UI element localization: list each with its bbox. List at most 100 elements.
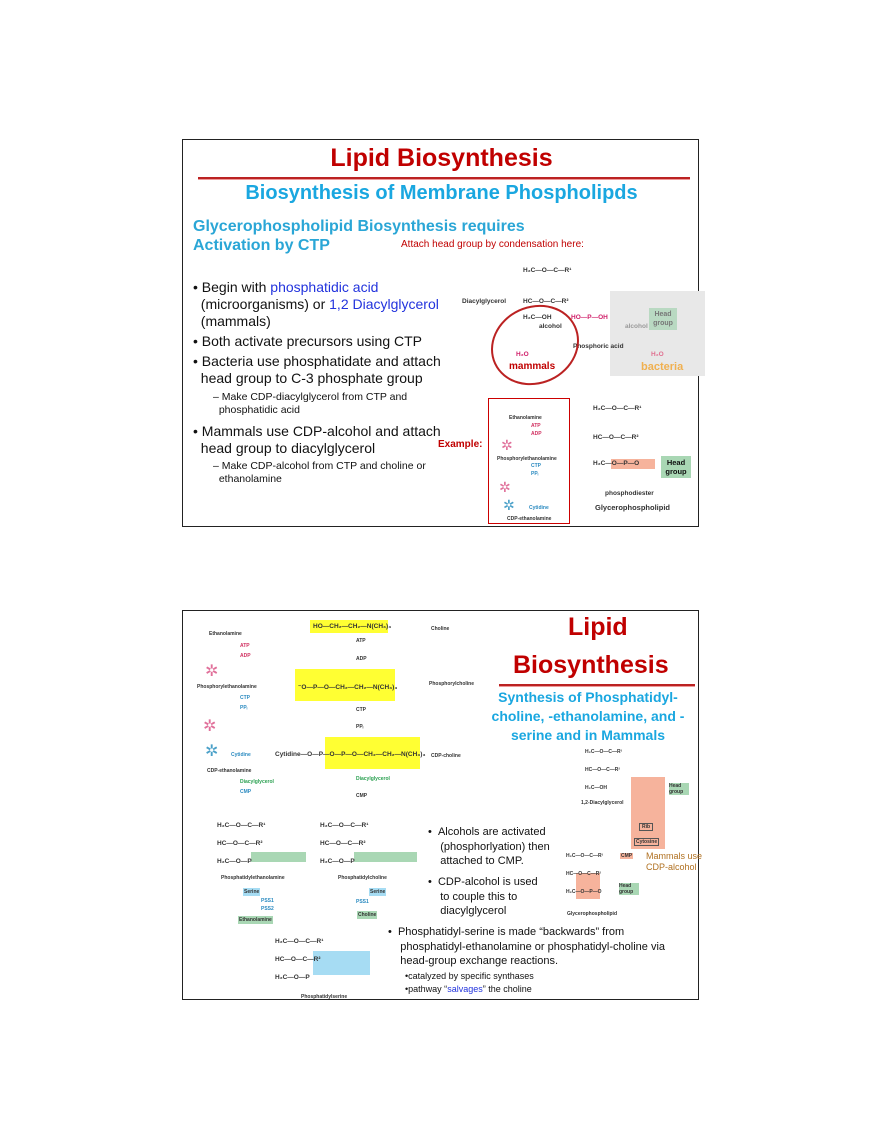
cdp-choline-label: CDP-choline bbox=[431, 753, 461, 759]
note-line: Mammals use bbox=[646, 851, 703, 861]
cytidine-icon: ✲ bbox=[503, 497, 515, 513]
ethanolamine-label: Ethanolamine bbox=[209, 631, 242, 637]
bullet-text: head group to diacylglycerol bbox=[200, 440, 376, 456]
bullet-phosphatidylserine: • Phosphatidyl-serine is made “backwards… bbox=[388, 926, 666, 967]
note-line: CDP-alcohol bbox=[646, 862, 697, 872]
phosphatidic-acid-term: phosphatidic acid bbox=[270, 279, 379, 295]
ppi-label: PPᵢ bbox=[531, 471, 539, 477]
adp-label: ADP bbox=[531, 431, 542, 437]
ctp-label: CTP bbox=[356, 707, 366, 713]
glycerophospholipid-label: Glycerophospholipid bbox=[567, 911, 618, 917]
phosphoric-acid-formula: HO—P—OH bbox=[571, 314, 608, 321]
pss1-label: PSS1 bbox=[356, 899, 369, 905]
sub-bullet-3: – Make CDP-diacylglycerol from CTP and p… bbox=[213, 391, 407, 417]
chem-row: H₂C—O—C—R¹ bbox=[593, 405, 642, 412]
slide-title-line1: Lipid bbox=[568, 613, 628, 641]
section-heading-line1: Glycerophospholipid Biosynthesis require… bbox=[193, 218, 525, 235]
bullet-text: diacylglycerol bbox=[440, 905, 507, 917]
condensation-annotation: Attach head group by condensation here: bbox=[401, 239, 584, 250]
cytidine-label: Cytidine bbox=[231, 752, 251, 758]
cmp-label: CMP bbox=[240, 789, 252, 795]
pss2-label: PSS2 bbox=[261, 906, 274, 912]
example-box: Ethanolamine ATP ADP ✲ Phosphorylethanol… bbox=[488, 398, 570, 524]
head-group-box: Head group bbox=[649, 308, 677, 330]
phosphorylcholine-label: Phosphorylcholine bbox=[429, 681, 475, 687]
bullet-text: Mammals use CDP-alcohol and attach bbox=[201, 423, 441, 439]
dag12-label: 1,2-Diacylglycerol bbox=[581, 800, 624, 806]
bullet-3: • Bacteria use phosphatidate and attach … bbox=[193, 353, 441, 386]
alcohol-label: alcohol bbox=[539, 323, 562, 330]
serine-label: Serine bbox=[369, 888, 387, 896]
chem-row: H₂C—O—C—R¹ bbox=[523, 267, 572, 274]
pc-label: Phosphatidylcholine bbox=[338, 875, 387, 881]
ethanolamine-product-label: Ethanolamine bbox=[238, 916, 273, 924]
phosphocholine-highlight bbox=[295, 669, 395, 701]
cytidine-icon: ✲ bbox=[205, 743, 219, 760]
cdp-alcohol-highlight bbox=[631, 777, 665, 849]
bullet-1: • Begin with phosphatidic acid (microorg… bbox=[193, 279, 439, 329]
phosphodiester-highlight bbox=[611, 459, 655, 469]
adp-label: ADP bbox=[356, 656, 367, 662]
bullet-text: head-group exchange reactions. bbox=[400, 955, 559, 967]
slide-2: Lipid Biosynthesis Synthesis of Phosphat… bbox=[182, 610, 702, 1000]
example-label: Example: bbox=[438, 439, 483, 450]
bullet-text: (phosphorlyation) then bbox=[440, 840, 550, 853]
phosphate-icon: ✲ bbox=[205, 663, 219, 680]
serine-headgroup-highlight bbox=[313, 951, 370, 975]
sub-bullet-text: – Make CDP-alcohol from CTP and choline … bbox=[213, 460, 426, 472]
slide-title-line2: Biosynthesis bbox=[513, 651, 669, 679]
phosphoric-acid-label: Phosphoric acid bbox=[573, 343, 624, 350]
choline-label: Choline bbox=[431, 626, 450, 632]
bullet-text: Phosphatidyl-serine is made “backwards” … bbox=[397, 926, 625, 938]
atp-label: ATP bbox=[531, 423, 541, 429]
bullet-text: attached to CMP. bbox=[440, 855, 524, 867]
cytosine-label: Cytosine bbox=[634, 838, 660, 846]
phosphate-highlight bbox=[576, 873, 600, 899]
bullet-2: • Both activate precursors using CTP bbox=[193, 333, 423, 349]
ethanolamine-headgroup-highlight bbox=[251, 852, 306, 862]
salvages-term: salvages bbox=[447, 983, 483, 994]
ppi-label: PPᵢ bbox=[356, 724, 364, 730]
bullet-text: (mammals) bbox=[200, 313, 271, 329]
section-heading-line2: Activation by CTP bbox=[193, 237, 330, 254]
slide-1: Lipid Biosynthesis Biosynthesis of Membr… bbox=[182, 139, 705, 527]
sub-bullet-text: pathway “ bbox=[408, 983, 448, 994]
bullet-text: to couple this to bbox=[440, 890, 518, 903]
bullet-text: Bacteria use phosphatidate and attach bbox=[201, 353, 441, 369]
ppi-label: PPᵢ bbox=[240, 705, 248, 711]
chem-row: HC—O—C—R² bbox=[523, 298, 569, 305]
cdp-choline-highlight bbox=[325, 737, 420, 769]
phosphorylethanolamine-label: Phosphorylethanolamine bbox=[497, 456, 557, 462]
sub-bullet-text: – Make CDP-diacylglycerol from CTP and bbox=[213, 391, 408, 403]
bacteria-label: bacteria bbox=[641, 361, 684, 373]
ctp-label: CTP bbox=[240, 695, 250, 701]
choline-headgroup-highlight bbox=[354, 852, 417, 862]
cdp-ethanolamine-label: CDP-ethanolamine bbox=[507, 516, 552, 522]
title-divider bbox=[499, 684, 695, 687]
diacylglycerol-label: Diacylglycerol bbox=[240, 779, 274, 785]
slide-title: Lipid Biosynthesis bbox=[330, 144, 553, 172]
bullet-4: • Mammals use CDP-alcohol and attach hea… bbox=[193, 423, 441, 456]
sub-bullet-text: ” the choline bbox=[482, 983, 532, 994]
water-label: H₂O bbox=[516, 351, 529, 358]
slide-subtitle: Synthesis of Phosphatidyl-choline, -etha… bbox=[473, 688, 703, 745]
choline-highlight bbox=[310, 620, 388, 633]
subtitle-line: choline, -ethanolamine, and - bbox=[491, 708, 685, 724]
slide-subtitle: Biosynthesis of Membrane Phospholipds bbox=[245, 182, 638, 204]
cdp-ethanolamine-label: CDP-ethanolamine bbox=[207, 768, 252, 774]
atp-label: ATP bbox=[240, 643, 250, 649]
bullet-text: head group to C-3 phosphate group bbox=[200, 370, 423, 386]
atp-label: ATP bbox=[356, 638, 366, 644]
sub-bullet-text: phosphatidic acid bbox=[218, 404, 300, 416]
head-group-box: Head group bbox=[619, 883, 639, 895]
serine-label: Serine bbox=[243, 888, 261, 896]
ctp-label: CTP bbox=[531, 463, 541, 469]
choline-formula: HO—CH₂—CH₂—N(CH₃)₃ bbox=[313, 623, 392, 630]
bullet-alcohols: • Alcohols are activated (phosphorlyatio… bbox=[428, 826, 550, 867]
water-label: H₂O bbox=[651, 351, 664, 358]
